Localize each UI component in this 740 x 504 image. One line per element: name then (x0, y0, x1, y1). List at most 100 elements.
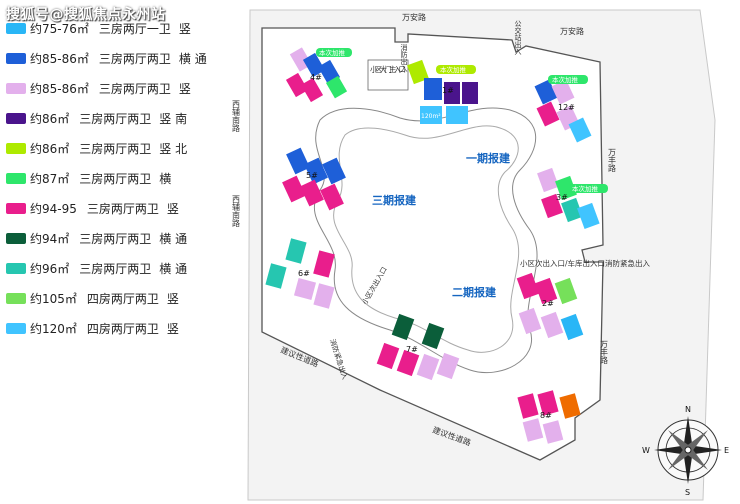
legend-swatch (6, 262, 26, 274)
building-4: 本次加推 4# (285, 47, 352, 103)
legend-layout: 三房两厅一卫 (98, 21, 171, 36)
compass-n: N (685, 405, 691, 414)
legend-area: 约85-86㎡ (30, 81, 89, 96)
fire-gate-top: 消防出入 (400, 43, 408, 72)
legend-layout: 四房两厅两卫 (86, 321, 159, 336)
legend-swatch (6, 202, 26, 214)
legend-layout: 三房两厅两卫 (98, 51, 171, 66)
phase-2-label: 二期报建 (452, 285, 497, 299)
legend-layout: 三房两厅两卫 (79, 171, 152, 186)
legend-swatch (6, 172, 26, 184)
legend-area: 约96㎡ (30, 261, 70, 276)
legend-layout: 三房两厅两卫 (79, 111, 152, 126)
legend-area: 约87㎡ (30, 171, 70, 186)
legend-swatch (6, 82, 26, 94)
building-4-label: 4# (310, 73, 322, 82)
building-3: 本次加推 3# (537, 167, 608, 230)
legend-area: 约86㎡ (30, 141, 70, 156)
legend-orient: 竖 (178, 21, 191, 36)
badge-4: 本次加推 (319, 48, 346, 57)
legend-orient: 横 (159, 171, 172, 186)
building-2: 2# (516, 272, 584, 341)
legend-swatch (6, 322, 26, 334)
legend-area: 约105㎡ (30, 291, 77, 306)
compass-e: E (724, 446, 729, 455)
compass-s: S (685, 488, 690, 497)
legend-area: 约86㎡ (30, 111, 70, 126)
legend-swatch (6, 22, 26, 34)
legend-layout: 四房两厅两卫 (86, 291, 159, 306)
building-5-label: 5# (306, 171, 318, 180)
unit-120a: 120m² (421, 113, 441, 120)
compass-w: W (642, 446, 650, 455)
road-east-2: 万丰路 (600, 340, 609, 364)
legend-area: 约75-76㎡ (30, 21, 89, 36)
legend-layout: 三房两厅两卫 (79, 141, 152, 156)
legend-layout: 三房两厅两卫 (79, 261, 152, 276)
building-6: 6# (265, 238, 335, 309)
building-7-label: 7# (406, 345, 418, 354)
legend-orient: 竖 (166, 321, 179, 336)
legend-area: 约94-95 (30, 201, 77, 216)
building-1: 本次加推 1# 120m² (407, 59, 478, 124)
legend-area: 约120㎡ (30, 321, 77, 336)
inner-road-2 (333, 125, 520, 353)
legend-orient: 横 通 (178, 51, 207, 66)
building-2-label: 2# (542, 299, 554, 308)
legend-item: 约94-95 三房两厅两卫竖 (6, 198, 179, 218)
building-7: 7# (376, 313, 460, 381)
legend-swatch (6, 292, 26, 304)
legend-area: 约85-86㎡ (30, 51, 89, 66)
legend-layout: 三房两厅两卫 (86, 201, 159, 216)
legend-layout: 三房两厅两卫 (79, 231, 152, 246)
building-6-label: 6# (298, 269, 310, 278)
bus-gate: 公交站出入 (514, 20, 522, 55)
legend-orient: 横 通 (159, 261, 188, 276)
legend-swatch (6, 112, 26, 124)
main-gate-label: 小区大门主入口 (370, 64, 406, 74)
legend-orient: 竖 南 (159, 111, 188, 126)
legend-swatch (6, 52, 26, 64)
building-8-label: 8# (540, 411, 552, 420)
road-north: 万安路 (402, 12, 426, 22)
legend-orient: 横 通 (159, 231, 188, 246)
legend-orient: 竖 (178, 81, 191, 96)
legend-swatch (6, 232, 26, 244)
badge-12: 本次加推 (552, 75, 579, 84)
building-1-label: 1# (442, 86, 454, 95)
main-gate-box (367, 59, 409, 91)
legend-orient: 竖 北 (159, 141, 188, 156)
legend-layout: 三房两厅两卫 (98, 81, 171, 96)
secondary-gate: 小区次出入口/车库出入口消防紧急出入 (520, 258, 651, 268)
plot-outline (261, 27, 604, 461)
legend-area: 约94㎡ (30, 231, 70, 246)
legend-orient: 竖 (166, 291, 179, 306)
road-east: 万丰路 (608, 148, 617, 172)
phase-3-label: 三期报建 (372, 193, 417, 207)
building-8: 8# (517, 390, 581, 444)
building-12-label: 12# (558, 103, 575, 112)
compass-rose-icon: N S E W (642, 405, 729, 497)
watermark: 搜狐号@搜狐焦点永州站 (6, 7, 166, 23)
road-west: 西辅南路 (232, 100, 241, 132)
road-west-2: 西辅南路 (232, 195, 241, 227)
badge-1: 本次加推 (440, 65, 467, 74)
building-5: 5# (282, 147, 346, 211)
badge-3: 本次加推 (572, 184, 599, 193)
road-north-east: 万安路 (560, 26, 584, 36)
legend-orient: 竖 (166, 201, 179, 216)
building-12: 本次加推 12# (534, 75, 592, 143)
building-3-label: 3# (556, 193, 568, 202)
phase-1-label: 一期报建 (466, 151, 511, 165)
